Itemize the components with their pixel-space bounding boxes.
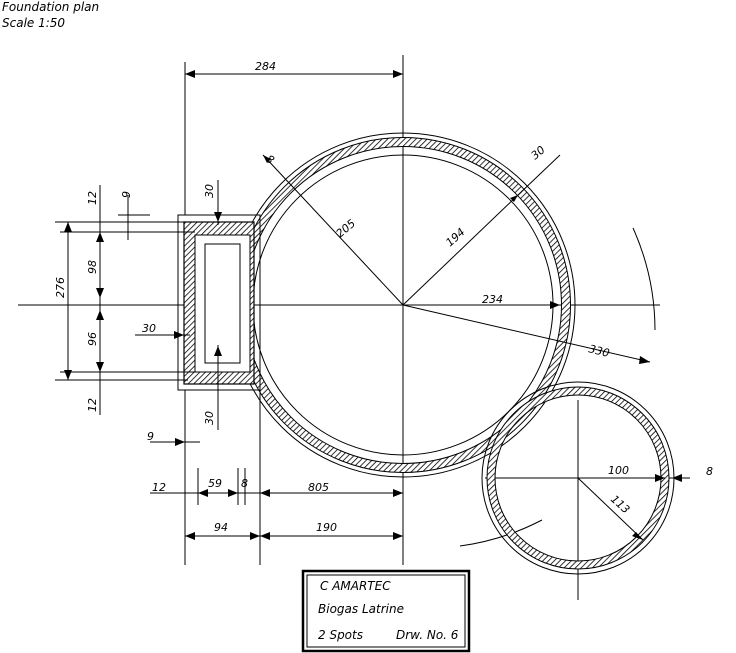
dim-96: 96: [86, 332, 99, 346]
dim-100: 100: [608, 464, 629, 477]
bottom-dimensions: [150, 380, 403, 565]
dim-234: 234: [482, 293, 503, 306]
center-lines: [18, 55, 690, 600]
dim-98: 98: [86, 260, 99, 274]
dim-113: 113: [608, 493, 632, 517]
title-spots: 2 Spots: [318, 628, 363, 642]
dim-9-low: 9: [147, 430, 154, 443]
dim-276: 276: [54, 277, 67, 298]
dim-330: 330: [587, 342, 611, 360]
dim-190: 190: [316, 521, 337, 534]
dim-205: 205: [334, 217, 358, 240]
dim-59: 59: [208, 477, 222, 490]
dim-194: 194: [443, 226, 467, 250]
dim-30-left: 30: [142, 322, 156, 335]
dim-12-bot: 12: [86, 398, 99, 412]
title-project: Biogas Latrine: [318, 602, 404, 616]
dim-30-top: 30: [529, 143, 548, 162]
plan-scale: Scale 1:50: [2, 16, 65, 30]
dim-284-line: [184, 62, 403, 215]
dim-12-top: 12: [86, 191, 99, 205]
latrine-box: [177, 214, 261, 391]
dim-8-low: 8: [241, 477, 248, 490]
plan-title: Foundation plan: [2, 0, 99, 14]
title-drawing-no: Drw. No. 6: [396, 628, 459, 642]
left-dimensions: [55, 185, 195, 415]
side-arrows: [135, 180, 222, 430]
radial-dimensions: [262, 154, 690, 541]
dim-805: 805: [308, 481, 329, 494]
dim-284: 284: [255, 60, 276, 73]
dim-30-side-bot: 30: [203, 411, 216, 425]
dim-94: 94: [214, 521, 228, 534]
dim-12-low: 12: [152, 481, 166, 494]
dim-8-right: 8: [706, 465, 713, 478]
dim-9-top: 9: [120, 191, 133, 198]
title-block: C AMARTEC Biogas Latrine 2 Spots Drw. No…: [301, 569, 471, 653]
title-company: C AMARTEC: [320, 579, 391, 593]
dim-8-top: 8: [263, 152, 277, 166]
dim-30-side-top: 30: [203, 184, 216, 198]
